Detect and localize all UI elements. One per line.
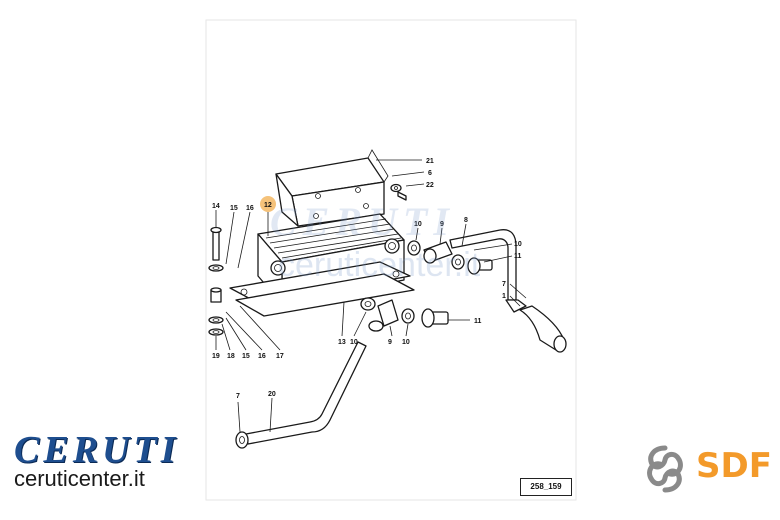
callout-13: 13 <box>338 339 346 346</box>
drawing-code-label: 258_159 <box>520 478 572 496</box>
cooler-base-plate <box>229 261 415 317</box>
callout-16-bottom: 16 <box>258 353 266 360</box>
callout-20: 20 <box>268 391 276 398</box>
callout-17: 17 <box>276 353 284 360</box>
dealer-watermark-name: CERUTI <box>270 199 455 244</box>
callout-14: 14 <box>212 203 220 210</box>
callout-labels: 21 6 22 14 15 16 12 10 9 8 10 11 19 18 1… <box>212 158 522 400</box>
dealer-watermark-site: ceruticenter.it <box>278 246 481 284</box>
callout-19: 19 <box>212 353 220 360</box>
maker-name: SDF <box>696 446 772 486</box>
maker-logo: SDF <box>640 444 774 494</box>
callout-10-lower-a: 10 <box>350 339 358 346</box>
left-bolt-stack <box>208 226 224 336</box>
callout-15-bottom: 15 <box>242 353 250 360</box>
leader-lines <box>215 159 527 433</box>
callout-16-top: 16 <box>246 205 254 212</box>
callout-8: 8 <box>464 217 468 224</box>
callout-11-upper: 11 <box>514 253 522 260</box>
callout-18: 18 <box>227 353 235 360</box>
dealer-website: ceruticenter.it <box>14 466 145 491</box>
callout-7-upper: 7 <box>502 281 506 288</box>
lower-fitting-group <box>360 297 449 332</box>
callout-22: 22 <box>426 182 434 189</box>
upper-return-pipe <box>449 229 567 353</box>
callout-12: 12 <box>264 202 272 209</box>
dealer-logo-name: CERUTI <box>14 429 180 471</box>
callout-11-lower: 11 <box>474 318 482 325</box>
callout-9-upper: 9 <box>440 221 444 228</box>
highlight-marker <box>260 196 276 212</box>
mounting-bracket <box>275 149 389 227</box>
callout-1: 1 <box>502 293 506 300</box>
callout-9-lower: 9 <box>388 339 392 346</box>
sdf-swirl-icon <box>647 445 683 493</box>
lower-delivery-pipe <box>235 341 367 449</box>
callout-10-lower-b: 10 <box>402 339 410 346</box>
callout-21: 21 <box>426 158 434 165</box>
callout-7-lower: 7 <box>236 393 240 400</box>
scan-frame <box>205 19 577 501</box>
upper-fitting-group <box>407 240 493 275</box>
callout-15-top: 15 <box>230 205 238 212</box>
callout-10-upper-b: 10 <box>514 241 522 248</box>
callout-6: 6 <box>428 170 432 177</box>
bracket-screw <box>390 183 407 201</box>
callout-10-upper-a: 10 <box>414 221 422 228</box>
